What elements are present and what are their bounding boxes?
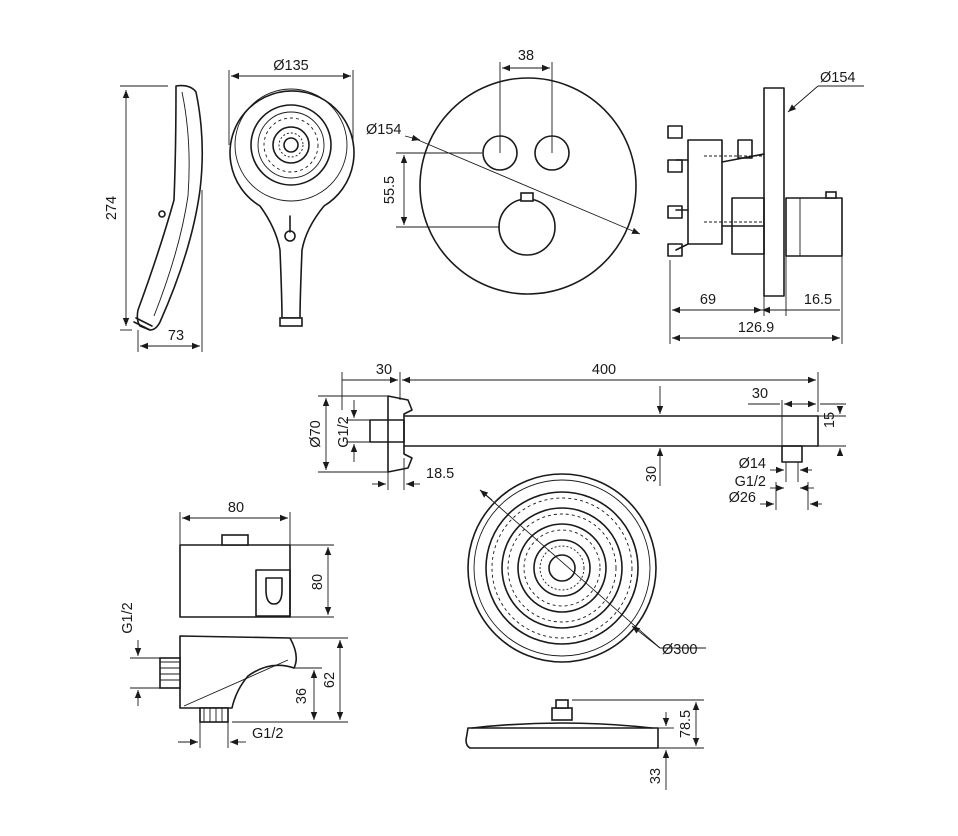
thermostat-valve-side-view (667, 85, 864, 344)
elbow-thread-bottom-label: G1/2 (252, 726, 283, 742)
arm-height-label: 30 (644, 466, 660, 482)
arm-flange-diameter-label: Ø70 (308, 420, 324, 447)
head-shower-front-view (467, 473, 706, 663)
arm-length-label: 400 (592, 362, 616, 378)
valve-total-depth-label: 126.9 (738, 320, 774, 336)
elbow-outlet-height-label: 36 (294, 688, 310, 704)
outlet-nut-diameter-label: Ø26 (729, 490, 756, 506)
head-shower-side-view (465, 699, 704, 790)
elbow-height-label: 62 (322, 672, 338, 688)
head-diameter-label: Ø300 (662, 642, 697, 658)
valve-knob-depth-label: 16.5 (804, 292, 832, 308)
plate-spacing-label: 38 (518, 48, 534, 64)
wall-holder-view (179, 512, 334, 618)
elbow-thread-side-label: G1/2 (120, 602, 136, 633)
thermostat-plate-front-view (396, 62, 641, 295)
hand-shower-side-view (120, 84, 204, 352)
arm-end-height-label: 15 (822, 412, 838, 428)
hand-length-label: 274 (104, 196, 120, 220)
valve-plate-diameter-label: Ø154 (820, 70, 855, 86)
shower-arm-view (318, 372, 846, 510)
arm-offset-label: 18.5 (426, 466, 454, 482)
valve-depth-label: 69 (700, 292, 716, 308)
outlet-diameter-label: Ø14 (739, 456, 766, 472)
holder-height-label: 80 (310, 574, 326, 590)
hand-shower-front-view (228, 70, 355, 327)
arm-flange-width-label: 30 (376, 362, 392, 378)
hand-depth-label: 73 (168, 328, 184, 344)
holder-width-label: 80 (228, 500, 244, 516)
hand-diameter-label: Ø135 (273, 58, 308, 74)
wall-elbow-view (130, 635, 348, 748)
head-height-label: 78.5 (678, 710, 694, 738)
arm-thread-label: G1/2 (336, 416, 352, 447)
outlet-thread-label: G1/2 (735, 474, 766, 490)
plate-offset-label: 55.5 (382, 176, 398, 204)
arm-end-length-label: 30 (752, 386, 768, 402)
head-thickness-label: 33 (648, 768, 664, 784)
plate-diameter-label: Ø154 (366, 122, 401, 138)
